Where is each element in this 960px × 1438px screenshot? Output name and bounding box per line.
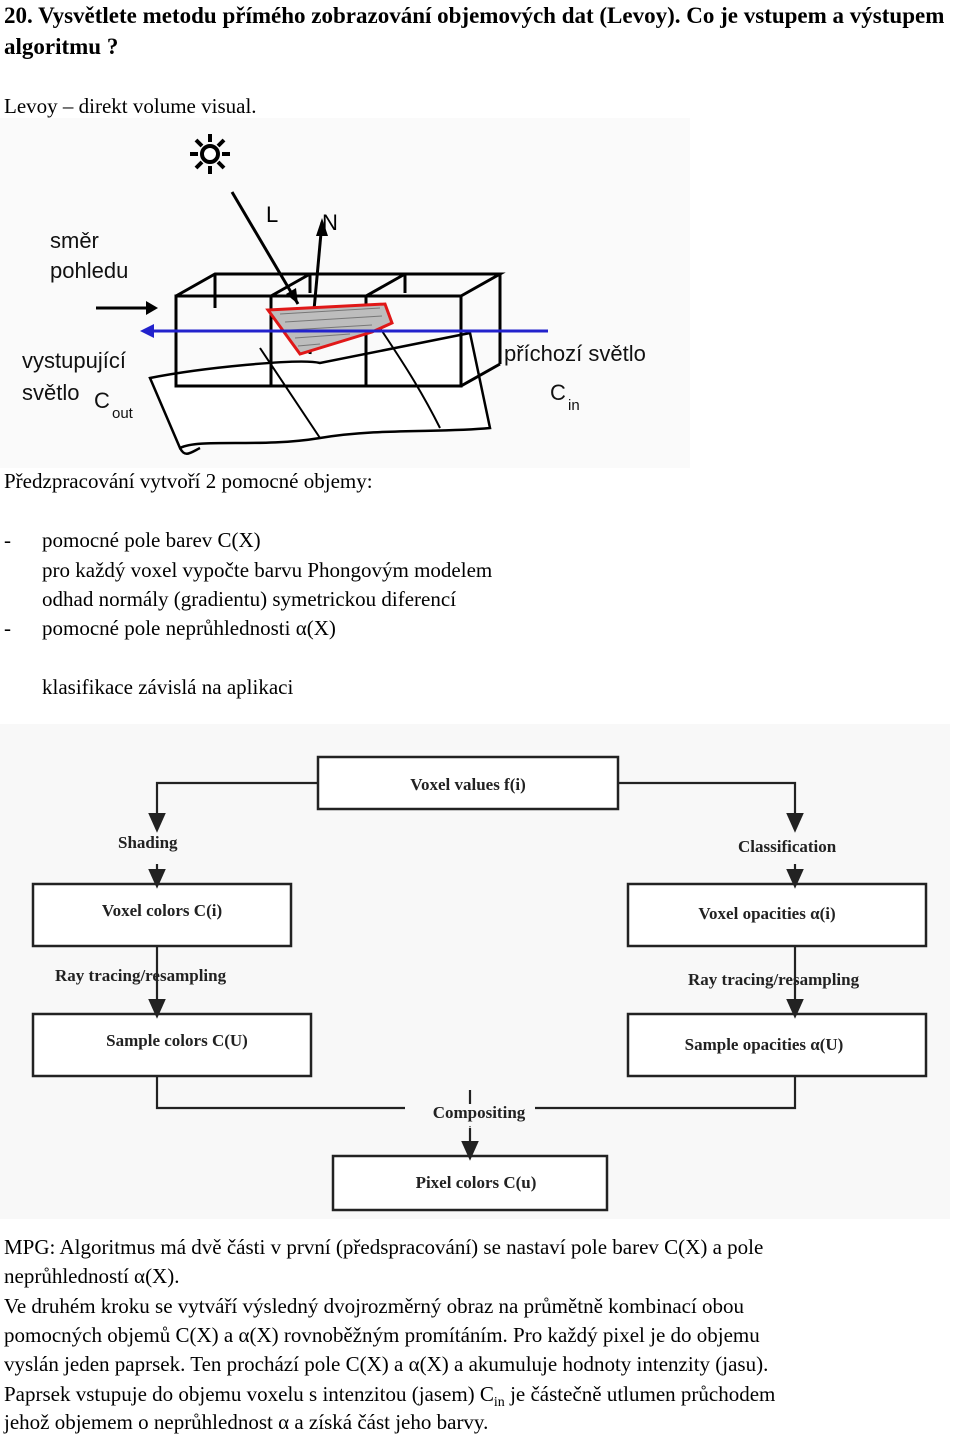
view-dir-line1: směr	[50, 228, 99, 253]
iso-surface	[148, 331, 492, 450]
c-out-label: C	[94, 388, 110, 413]
pixel-colors-label: Pixel colors C(u)	[416, 1173, 537, 1192]
summary-line6-part2: je částečně utlumen průchodem	[504, 1382, 776, 1406]
light-source-icon	[190, 134, 230, 174]
summary-line2: neprůhledností α(X).	[4, 1264, 180, 1288]
c-in-label: C	[550, 380, 566, 405]
out-light-line1: vystupující	[22, 348, 126, 373]
sample-colors-label: Sample colors C(U)	[106, 1031, 248, 1050]
surface-patch	[265, 302, 394, 356]
bullet-dash-2: -	[4, 616, 11, 640]
compositing-label: Compositing	[433, 1103, 526, 1122]
summary-line6-part1: Paprsek vstupuje do objemu voxelu s inte…	[4, 1382, 494, 1406]
voxel-values-label: Voxel values f(i)	[410, 775, 526, 794]
volume-ray-figure: L N směr pohledu vystupující	[0, 118, 690, 468]
box-sample-opacities	[626, 1012, 928, 1078]
summary-line3: Ve druhém kroku se vytváří výsledný dvoj…	[4, 1294, 745, 1318]
box-sample-colors	[31, 1012, 313, 1078]
question-heading: 20. Vysvětlete metodu přímého zobrazován…	[4, 3, 945, 59]
opacity-note: klasifikace závislá na aplikaci	[42, 675, 294, 699]
ray-tracing-left-label: Ray tracing/resampling	[55, 966, 227, 985]
voxel-colors-label: Voxel colors C(i)	[102, 901, 222, 920]
bullet-dash-1: -	[4, 528, 11, 552]
summary-line6-subscript: in	[493, 1395, 505, 1411]
summary-line6: Paprsek vstupuje do objemu voxelu s inte…	[4, 1380, 775, 1417]
label-N: N	[322, 210, 338, 235]
summary-line1: MPG: Algoritmus má dvě části v první (př…	[4, 1235, 764, 1259]
ray-arrow	[140, 324, 548, 338]
colors-title: pomocné pole barev C(X)	[42, 528, 261, 552]
view-dir-line2: pohledu	[50, 258, 128, 283]
classification-label: Classification	[738, 837, 837, 856]
c-in-subscript: in	[568, 397, 580, 414]
ray-tracing-right-label: Ray tracing/resampling	[688, 970, 860, 989]
opacity-title: pomocné pole neprůhlednosti α(X)	[42, 616, 336, 640]
incoming-light-label: příchozí světlo	[504, 341, 646, 366]
summary-line7: jehož objemem o neprůhlednost α a získá …	[4, 1410, 489, 1434]
out-light-line2: světlo	[22, 380, 79, 405]
view-direction-arrow	[96, 301, 158, 315]
voxel-opacities-label: Voxel opacities α(i)	[698, 904, 835, 923]
box-voxel-opacities	[626, 882, 928, 948]
pipeline-flowchart: Voxel values f(i) Shading Classification…	[0, 724, 950, 1219]
sample-opacities-label: Sample opacities α(U)	[685, 1035, 844, 1054]
voxel-grid	[174, 272, 506, 388]
colors-line2: odhad normály (gradientu) symetrickou di…	[42, 587, 457, 611]
c-out-subscript: out	[112, 405, 134, 422]
label-L: L	[266, 202, 278, 227]
summary-line4: pomocných objemů C(X) a α(X) rovnoběžným…	[4, 1323, 760, 1347]
intro-text: Levoy – direkt volume visual.	[4, 94, 257, 118]
preprocessing-title: Předzpracování vytvoří 2 pomocné objemy:	[4, 469, 373, 493]
summary-line5: vyslán jeden paprsek. Ten prochází pole …	[4, 1352, 769, 1376]
shading-label: Shading	[118, 833, 178, 852]
colors-line1: pro každý voxel vypočte barvu Phongovým …	[42, 558, 493, 582]
arrow-to-classification	[618, 781, 804, 833]
arrow-to-shading	[148, 781, 318, 833]
